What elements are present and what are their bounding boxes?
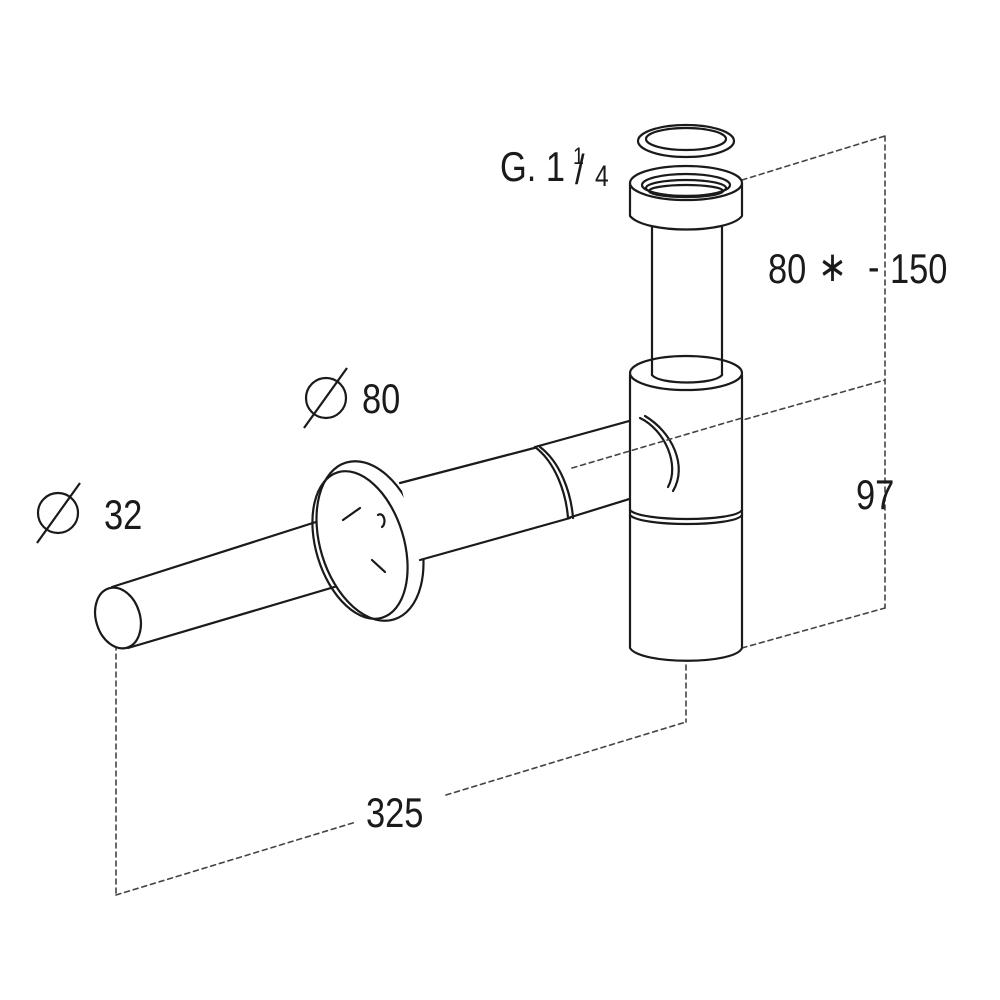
riser-pipe — [650, 214, 724, 384]
outlet-height-value: 97 — [856, 471, 895, 518]
pipe-end — [93, 586, 143, 650]
bottle-body — [628, 354, 744, 662]
dim-horizontal-right — [445, 721, 687, 796]
dim-horizontal-left — [115, 821, 357, 896]
thread-prefix: G. 1 — [500, 143, 566, 190]
thread-fraction-slash: / — [575, 146, 585, 193]
seal-ring — [636, 123, 736, 159]
diameter-symbol-icon — [303, 367, 348, 429]
dim-bottom-leader — [741, 607, 886, 649]
hidden-centerline — [571, 417, 743, 469]
height-min: 80 — [768, 245, 807, 292]
height-range-separator: - — [868, 243, 880, 290]
threaded-nut — [628, 164, 744, 231]
asterisk-icon: ∗ — [818, 243, 847, 290]
dim-top-leader — [741, 135, 886, 181]
thread-fraction-denominator: 4 — [595, 160, 609, 193]
thread-fraction-numerator: 1 — [573, 143, 584, 170]
height-max: 150 — [890, 245, 948, 292]
wall-rosette — [311, 460, 425, 622]
flange-diameter-value: 80 — [362, 375, 401, 422]
horizontal-length-value: 325 — [366, 789, 424, 836]
diameter-symbol-icon — [36, 482, 81, 544]
pipe-diameter-value: 32 — [104, 491, 143, 538]
